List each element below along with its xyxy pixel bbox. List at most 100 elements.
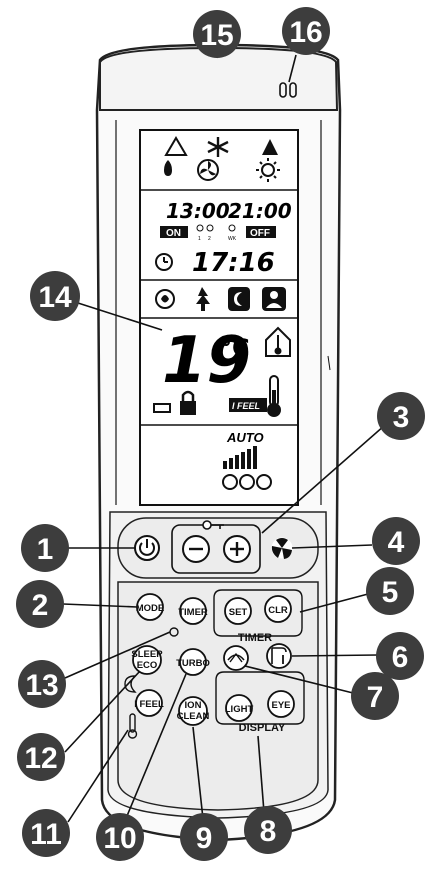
svg-text:10: 10 xyxy=(103,822,136,855)
clean-label: CLEAN xyxy=(177,711,210,722)
timer-sub-2: 2 xyxy=(208,236,211,242)
mode-button[interactable]: MODE xyxy=(136,593,165,621)
sleep-label: SLEEP xyxy=(131,649,163,660)
turbo-button[interactable]: TURBO xyxy=(176,648,210,676)
thermometer-icon xyxy=(267,375,281,417)
callout-10: 10 xyxy=(96,813,144,861)
display-group-label: DISPLAY xyxy=(239,722,286,734)
svg-text:8: 8 xyxy=(260,815,277,848)
sun-mode-icon xyxy=(256,158,280,182)
temperature-unit: °C xyxy=(220,334,250,362)
power-button[interactable] xyxy=(134,535,160,561)
callout-14: 14 xyxy=(30,271,80,321)
light-button-label: LIGHT xyxy=(225,704,254,715)
temperature-value: 19 xyxy=(162,324,251,398)
direction-button[interactable] xyxy=(266,643,292,669)
sleep-eco-button[interactable]: SLEEP ECO xyxy=(131,645,163,675)
timer-off-label: OFF xyxy=(250,228,270,239)
ifeel-lcd-label: I FEEL xyxy=(232,401,260,411)
callout-3: 3 xyxy=(377,392,425,440)
svg-text:16: 16 xyxy=(289,16,322,49)
lock-icon xyxy=(180,390,196,415)
timer-on-time: 13:00 xyxy=(166,199,230,223)
svg-text:1: 1 xyxy=(37,533,54,566)
svg-text:6: 6 xyxy=(392,641,409,674)
timer-button[interactable]: TIMER xyxy=(178,597,208,625)
light-button[interactable]: LIGHT xyxy=(225,694,254,722)
clock-icon xyxy=(155,253,173,271)
moon-small-icon xyxy=(124,675,137,693)
callout-8: 8 xyxy=(244,806,292,854)
dry-mode-icon xyxy=(164,160,172,176)
set-button-label: SET xyxy=(229,607,248,618)
fan-speed-icons xyxy=(222,474,272,490)
key-icon xyxy=(202,520,224,530)
battery-icon xyxy=(153,403,171,413)
svg-text:4: 4 xyxy=(388,526,405,559)
clr-button-label: CLR xyxy=(268,605,288,616)
fan-auto-label: AUTO xyxy=(226,430,264,445)
ion-label: ION xyxy=(185,700,202,711)
timer-group-label: TIMER xyxy=(238,632,272,644)
ifeel-button-label: I FEEL xyxy=(134,699,164,710)
callout-16: 16 xyxy=(282,7,330,55)
person-icon xyxy=(262,287,286,311)
svg-text:2: 2 xyxy=(32,589,49,622)
callout-9: 9 xyxy=(180,813,228,861)
callout-15: 15 xyxy=(193,10,241,58)
mode-button-label: MODE xyxy=(136,603,165,614)
svg-text:15: 15 xyxy=(200,19,233,52)
svg-text:5: 5 xyxy=(382,576,399,609)
sleep-moon-icon xyxy=(228,287,250,311)
eco-label: ECO xyxy=(137,660,158,671)
callout-11: 11 xyxy=(22,809,70,857)
callout-5: 5 xyxy=(366,567,414,615)
swing-button[interactable] xyxy=(223,645,249,671)
callout-12: 12 xyxy=(17,733,65,781)
timer-off-time: 21:00 xyxy=(228,199,292,223)
svg-text:7: 7 xyxy=(367,681,384,714)
callout-13: 13 xyxy=(18,660,66,708)
callout-2: 2 xyxy=(16,580,64,628)
timer-button-label: TIMER xyxy=(178,607,208,618)
timer-on-label: ON xyxy=(166,228,181,239)
svg-text:3: 3 xyxy=(393,401,410,434)
callout-1: 1 xyxy=(21,524,69,572)
thermometer-small-icon xyxy=(127,713,138,739)
fan-mode-icon xyxy=(197,159,219,181)
callout-6: 6 xyxy=(376,632,424,680)
plus-button[interactable] xyxy=(223,535,251,563)
callout-7: 7 xyxy=(351,672,399,720)
clock-time: 17:16 xyxy=(192,248,275,278)
eye-button-label: EYE xyxy=(271,700,290,711)
svg-text:14: 14 xyxy=(38,281,72,314)
fan-speed-bars-icon xyxy=(223,446,257,469)
minus-button[interactable] xyxy=(182,535,210,563)
ion-clean-button[interactable]: ION CLEAN xyxy=(177,696,210,726)
callout-4: 4 xyxy=(372,517,420,565)
lcd-screen: 13:00 21:00 ON OFF 1 2 WK 17:16 xyxy=(139,129,299,506)
leader-lines xyxy=(62,49,386,829)
svg-text:9: 9 xyxy=(196,822,213,855)
callouts: 15 16 14 3 4 1 2 5 6 7 13 12 11 10 9 8 xyxy=(16,7,425,861)
ir-emitter-icon xyxy=(279,82,297,98)
turbo-button-label: TURBO xyxy=(176,658,210,669)
eye-button[interactable]: EYE xyxy=(267,690,295,718)
clr-button[interactable]: CLR xyxy=(264,595,292,623)
timer-sub-1: 1 xyxy=(198,236,201,242)
fan-button[interactable] xyxy=(271,537,293,559)
tree-icon xyxy=(196,287,210,311)
health-icon xyxy=(155,289,175,309)
svg-text:11: 11 xyxy=(30,818,62,851)
ifeel-button[interactable]: I FEEL xyxy=(134,689,164,717)
house-thermometer-icon xyxy=(265,326,291,357)
set-button[interactable]: SET xyxy=(224,597,252,625)
auto-mode-icon xyxy=(164,136,188,156)
button-panel xyxy=(107,511,329,819)
svg-text:13: 13 xyxy=(25,669,58,702)
timer-day-icons xyxy=(196,224,236,232)
heat-mode-icon xyxy=(262,139,278,155)
timer-sub-wk: WK xyxy=(228,236,237,242)
cool-mode-icon xyxy=(207,137,229,157)
